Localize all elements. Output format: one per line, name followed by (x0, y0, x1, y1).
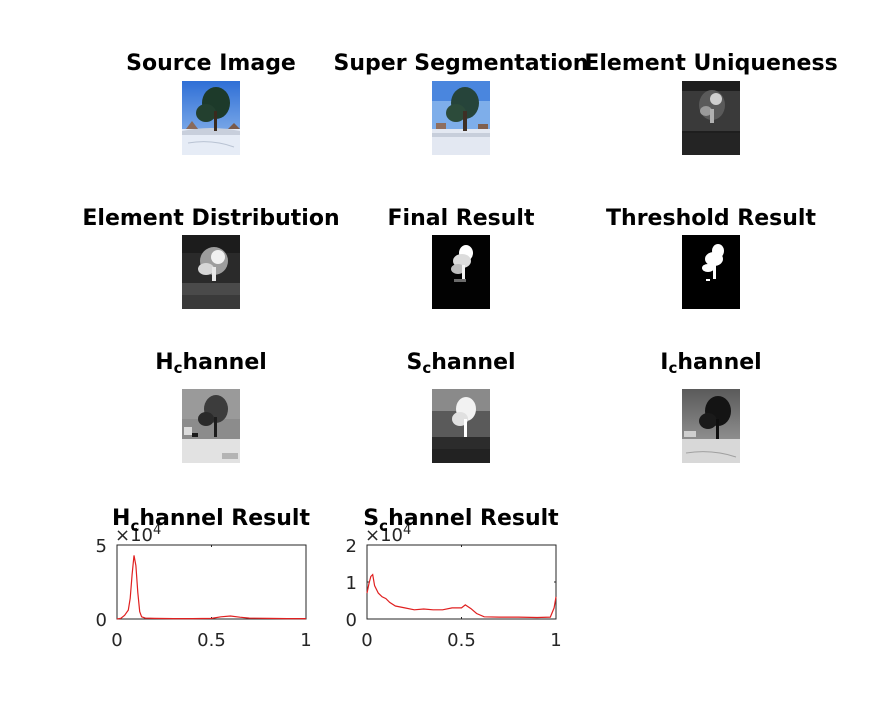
s-channel-result-title: Schannel Result (363, 506, 559, 535)
h-channel-result-xtick-label: 0 (111, 630, 122, 651)
s-channel-result-title-rest: hannel Result (388, 506, 559, 531)
panel-title-i-channel: Ichannel (660, 350, 762, 377)
panel-title-final-result: Final Result (387, 206, 535, 231)
h-channel-result-xtick-label: 0.5 (197, 630, 226, 651)
h-channel-result-title-main: H (112, 506, 130, 531)
panel-title-threshold-result: Threshold Result (606, 206, 816, 231)
s-channel-result-title-main: S (363, 506, 379, 531)
i-channel-image (682, 389, 740, 463)
h-channel-result-series-line (116, 555, 306, 620)
h-channel-image (182, 389, 240, 463)
h-channel-result-ytick-label: 0 (96, 610, 107, 631)
h-channel-result-title-sub: c (130, 517, 139, 535)
h-channel-result-axes-box (116, 544, 307, 620)
element-uniqueness-image (682, 81, 740, 155)
h-channel-result-title: Hchannel Result (112, 506, 310, 535)
panel-title-source-image: Source Image (126, 51, 296, 76)
s-channel-result-ytick-label: 1 (346, 573, 357, 594)
h-channel-result-title-rest: hannel Result (139, 506, 310, 531)
s-channel-result-exponent-label: ×104 (365, 523, 411, 546)
threshold-result-image (682, 235, 740, 309)
element-distribution-image (182, 235, 240, 309)
s-channel-result-series-line (366, 573, 557, 619)
h-channel-result-exponent-power: 4 (153, 523, 161, 538)
source-image (182, 81, 240, 155)
s-channel-result-ytick-label: 0 (346, 610, 357, 631)
s-channel-result-title-sub: c (379, 517, 388, 535)
s-channel-result-xtick-label: 0 (361, 630, 372, 651)
panel-title-element-uniqueness: Element Uniqueness (584, 51, 838, 76)
panel-title-element-distribution: Element Distribution (82, 206, 340, 231)
s-channel-result-xtick-label: 0.5 (447, 630, 476, 651)
s-channel-result-ytick-label: 2 (346, 536, 357, 557)
s-channel-image (432, 389, 490, 463)
s-channel-result-xtick-label: 1 (550, 630, 561, 651)
h-channel-result-ytick-label: 5 (96, 536, 107, 557)
final-result-image (432, 235, 490, 309)
panel-title-s-channel: Schannel (406, 350, 516, 377)
h-channel-result-xtick-label: 1 (300, 630, 311, 651)
panel-title-super-segmentation: Super Segmentation (333, 51, 589, 76)
super-segmentation-image (432, 81, 490, 155)
h-channel-result-exponent-label: ×104 (115, 523, 161, 546)
panel-title-h-channel: Hchannel (155, 350, 267, 377)
s-channel-result-exponent-power: 4 (403, 523, 411, 538)
